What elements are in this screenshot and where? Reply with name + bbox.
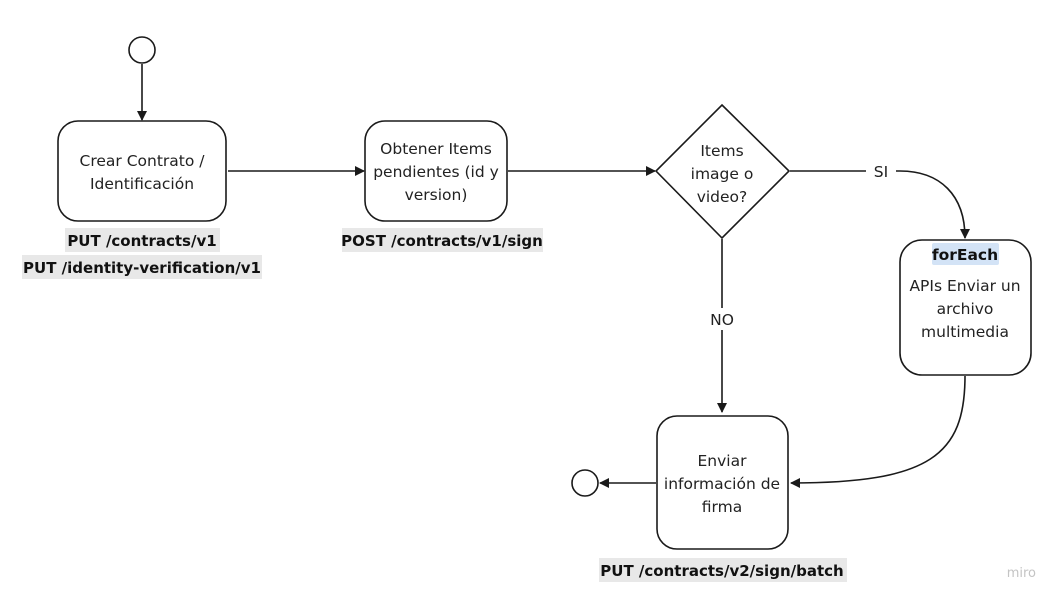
node-send-signature	[656, 415, 789, 550]
node-decision-line-3: video?	[697, 188, 748, 206]
foreach-highlight	[932, 243, 999, 265]
endpoint-get-items-bg	[342, 228, 543, 252]
endpoint-create-contract-2: PUT /identity-verification/v1	[23, 259, 261, 277]
edge-foreach-to-send	[790, 375, 966, 488]
endpoint-get-items: POST /contracts/v1/sign	[341, 232, 543, 250]
node-foreach-header: forEach	[932, 246, 998, 264]
node-decision	[654, 103, 791, 240]
node-create-contract	[57, 120, 227, 222]
edge-label-no-bg	[703, 308, 741, 330]
node-send-signature-line-2: información de	[664, 475, 780, 493]
node-decision-line-1: Items	[700, 142, 743, 160]
node-send-signature-line-1: Enviar	[698, 452, 748, 470]
node-create-contract-line-1: Crear Contrato /	[80, 152, 206, 170]
edge-decision-yes	[790, 170, 970, 239]
endpoint-create-contract-1-bg	[65, 228, 220, 252]
endpoint-send-signature: PUT /contracts/v2/sign/batch	[600, 562, 843, 580]
node-foreach-line-3: multimedia	[921, 323, 1009, 341]
node-get-items	[364, 120, 508, 222]
node-decision-line-2: image o	[691, 165, 754, 183]
node-send-signature-line-3: firma	[702, 498, 742, 516]
node-get-items-line-1: Obtener Items	[380, 140, 492, 158]
end-node	[571, 469, 599, 497]
edge-label-no: NO	[710, 311, 734, 329]
node-foreach-line-1: APIs Enviar un	[909, 277, 1020, 295]
node-get-items-line-3: version)	[405, 186, 468, 204]
node-foreach	[899, 239, 1032, 376]
miro-watermark: miro	[1007, 566, 1036, 581]
endpoint-create-contract-1: PUT /contracts/v1	[67, 232, 216, 250]
node-get-items-line-2: pendientes (id y	[373, 163, 499, 181]
edge-label-yes: SI	[874, 163, 888, 181]
node-create-contract-line-2: Identificación	[90, 175, 194, 193]
node-foreach-line-2: archivo	[937, 300, 994, 318]
start-node	[128, 36, 156, 64]
edge-label-yes-bg	[866, 160, 896, 182]
endpoint-create-contract-2-bg	[22, 255, 262, 279]
endpoint-send-signature-bg	[599, 558, 847, 582]
